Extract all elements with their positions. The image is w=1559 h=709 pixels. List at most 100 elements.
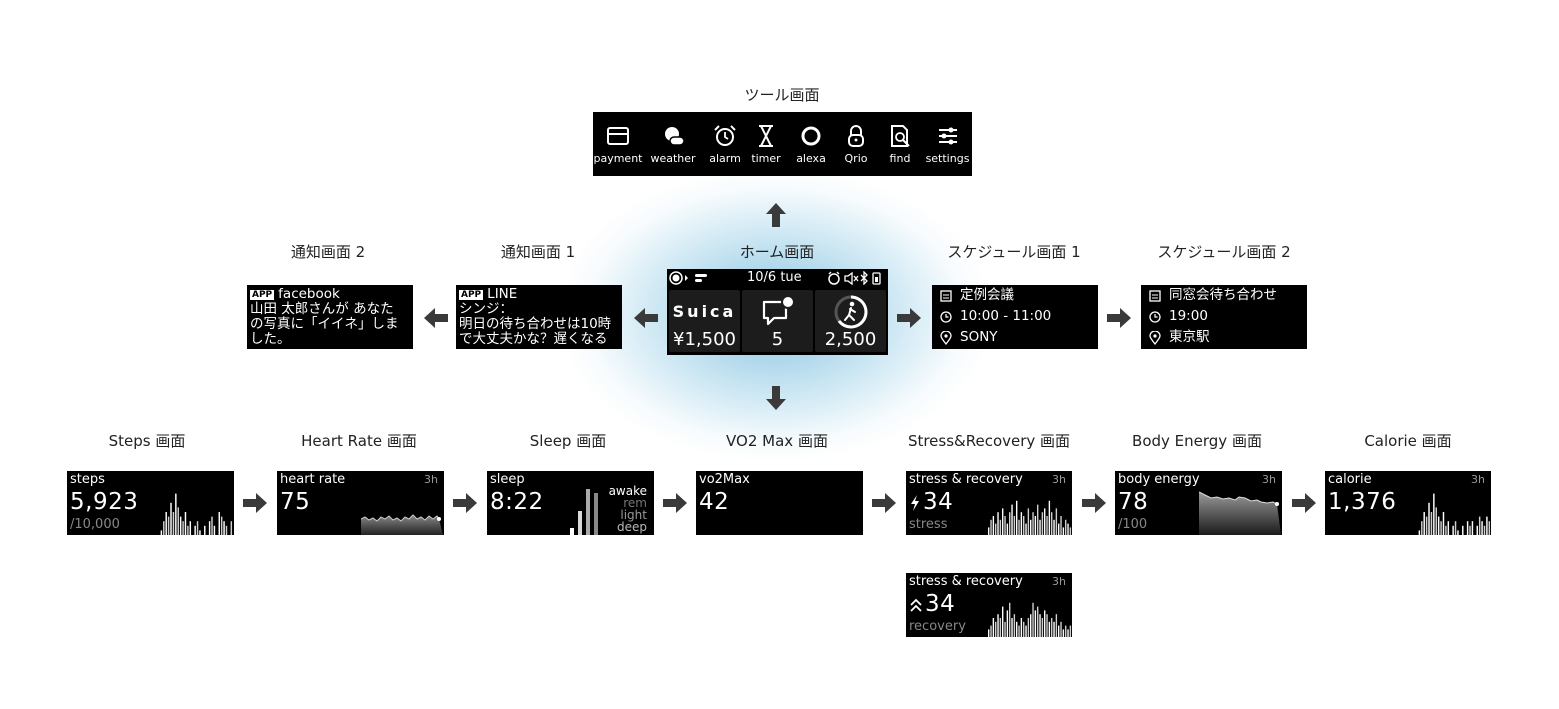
steps-screen[interactable]: steps 5,923 /10,000 [67,471,234,535]
heart-rate-screen[interactable]: heart rate 3h 75 [277,471,444,535]
tool-item-alarm[interactable]: alarm [703,112,747,176]
chart-bar [1469,525,1471,535]
find-icon [891,125,910,147]
weather-icon [665,127,685,146]
chart-bar [1044,610,1046,637]
tool-item-settings[interactable]: settings [923,112,972,176]
sleep-legend-rem: rem [623,496,647,510]
tool-item-weather[interactable]: weather [645,112,701,176]
status-icons [828,271,881,285]
calendar-icon [940,290,952,302]
chart-bar [211,516,213,535]
chart-bar [1053,519,1055,535]
tool-item-find[interactable]: find [883,112,917,176]
arrow-right [870,489,898,517]
chart-bar [1481,521,1483,535]
tool-item-alexa[interactable]: alexa [791,112,831,176]
alexa-icon [801,126,821,146]
arrow-right [661,489,689,517]
chart-bar [1013,516,1016,535]
recovery-screen[interactable]: stress & recovery 3h 34 recovery [906,573,1072,637]
sched2-time: 19:00 [1169,308,1208,324]
chart-bar [1032,602,1034,637]
chart-bar [1478,516,1481,535]
location-pin-icon [940,331,952,345]
recovery-sub: recovery [909,619,966,634]
message-tile[interactable]: 5 [742,290,813,352]
chart-bar [1055,508,1058,535]
body-energy-area-chart [1199,491,1281,535]
chart-bar [1476,525,1478,535]
tool-label: timer [751,152,781,165]
schedule-screen-1[interactable]: 定例会議 10:00 - 11:00 SONY [932,285,1098,349]
chart-bar [1428,502,1430,535]
tool-item-timer[interactable]: timer [749,112,783,176]
chart-bar [1041,512,1044,535]
chart-bar [995,621,997,637]
stress-value: 34 [923,489,954,515]
home-status-bar: 10/6 tue [667,269,887,287]
arrow-right [1290,489,1318,517]
chart-bar [1009,602,1011,637]
calorie-screen[interactable]: calorie 3h 1,376 [1325,471,1491,535]
chart-bar [1020,618,1023,637]
home-screen: 10/6 tue Suica ¥1,500 5 2,500 [667,269,888,355]
label-vo2: VO2 Max 画面 [726,432,828,450]
chart-bar [1002,508,1004,535]
app-badge: APP [250,290,275,300]
chart-bar [1004,516,1006,535]
chart-bar [1425,516,1428,535]
label-stress: Stress&Recovery 画面 [907,432,1071,450]
chart-bar [1055,614,1058,637]
tool-item-qrio[interactable]: Qrio [837,112,875,176]
sched1-title: 定例会議 [960,287,1014,303]
calorie-period: 3h [1471,473,1485,486]
stress-screen[interactable]: stress & recovery 3h 34 stress [906,471,1072,535]
chart-bar [230,521,233,535]
chart-bar [1046,516,1048,535]
vo2-value: 42 [699,489,730,515]
current-point-marker [1275,502,1279,506]
sleep-screen[interactable]: sleep 8:22 awake rem light deep [487,471,654,535]
chart-bar [1025,523,1027,535]
home-steps-value: 2,500 [824,329,877,350]
tool-screen: payment weather alarm timer alexa Qrio f… [593,112,972,176]
label-heart: Heart Rate 画面 [301,432,417,450]
chart-bar [1041,618,1044,637]
chart-bar [1471,521,1474,535]
tool-label: alarm [709,152,741,165]
body-energy-screen[interactable]: body energy 3h 78 /100 [1115,471,1282,535]
steps-title: steps [70,472,105,487]
hourglass-icon [759,125,773,147]
sched1-time: 10:00 - 11:00 [960,308,1052,324]
tool-item-payment[interactable]: payment [593,112,643,176]
chart-bar [175,493,177,535]
chart-bar [1457,530,1459,535]
suica-tile[interactable]: Suica ¥1,500 [669,290,740,352]
chart-bar [1488,521,1491,535]
label-sched2: スケジュール画面 2 [1157,243,1291,261]
arrow-up [762,201,790,229]
chart-bar [1039,614,1041,637]
steps-tile[interactable]: 2,500 [815,290,886,352]
chart-bar [1440,521,1442,535]
vo2max-screen[interactable]: vo2Max 42 [696,471,863,535]
schedule-screen-2[interactable]: 同窓会待ち合わせ 19:00 東京駅 [1141,285,1307,349]
chart-bar [1445,525,1447,535]
chart-bar [225,525,228,535]
message-icon [762,295,795,326]
body-sub: /100 [1118,517,1148,532]
steps-bar-chart [160,493,233,535]
stress-period: 3h [1052,473,1066,486]
card-icon [607,127,629,145]
heart-value: 75 [280,489,311,515]
sleep-title: sleep [490,472,525,487]
tool-label: weather [650,152,696,165]
chart-bar [1447,521,1450,535]
clock-icon [1149,311,1161,323]
current-point-marker [437,517,441,521]
tool-label: alexa [796,152,826,165]
chart-bar [997,512,999,535]
